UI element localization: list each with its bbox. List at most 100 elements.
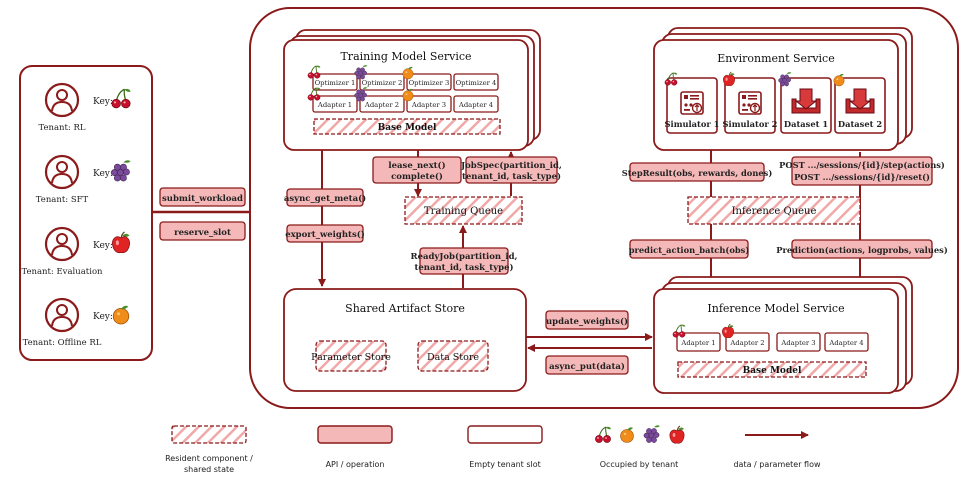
submit-workload-api (159, 187, 246, 207)
apple-icon (669, 425, 685, 444)
prediction-api (791, 239, 933, 259)
legend-resident-swatch (171, 425, 247, 444)
legend-empty-swatch (467, 425, 543, 444)
predict-label: predict_action_batch(obs) (629, 245, 750, 255)
legend-resident-label1: Resident component / (165, 454, 253, 463)
optimizer-slot (312, 73, 358, 91)
tenant-key-label: Key: (93, 169, 113, 179)
inference-adapter-label: Adapter 1 (680, 339, 715, 347)
inference-base-model-label: Base Model (743, 366, 802, 376)
person-icon (44, 297, 80, 333)
inference-adapter-slot (776, 332, 821, 352)
async-put-api (545, 355, 629, 375)
jobspec-line2: tenant_id, task_type) (462, 171, 561, 182)
complete-label: complete() (391, 171, 443, 182)
predict-action-batch-api (629, 239, 749, 259)
stepresult-api (629, 162, 765, 182)
inference-queue (687, 196, 861, 225)
tenants-panel (19, 65, 153, 361)
async-get-meta-api (286, 188, 364, 207)
export-weights-label: export_weights() (285, 229, 365, 240)
inference-queue-label: Inference Queue (732, 206, 817, 217)
tenant-label: Tenant: SFT (36, 195, 89, 205)
readyjob-api (419, 247, 509, 275)
cherry-icon (594, 426, 612, 444)
optimizer-label: Optimizer 1 (315, 79, 356, 87)
reserve-slot-label: reserve_slot (174, 228, 231, 238)
training-queue (404, 196, 523, 225)
optimizer-label: Optimizer 3 (409, 79, 450, 87)
export-weights-api (286, 224, 364, 243)
training-adapter-label: Adapter 1 (317, 101, 352, 109)
tenant-label: Tenant: RL (38, 123, 85, 133)
training-adapter-label: Adapter 3 (411, 101, 446, 109)
person-icon (44, 226, 80, 262)
reserve-slot-api (159, 221, 246, 241)
training-base-model-label: Base Model (378, 123, 437, 133)
data-store (417, 340, 489, 372)
dataset-label: Dataset 1 (784, 119, 828, 129)
inference-adapter-slot (725, 332, 770, 352)
orange-icon (620, 426, 634, 443)
stepresult-label: StepResult(obs, rewards, dones) (622, 168, 773, 179)
legend-empty-label: Empty tenant slot (469, 460, 541, 469)
simulator-icon (680, 91, 704, 115)
training-adapter-label: Adapter 2 (364, 101, 399, 109)
legend-flow-label: data / parameter flow (733, 460, 821, 469)
inference-title: Inference Model Service (707, 302, 844, 315)
parameter-store (315, 340, 387, 372)
optimizer-label: Optimizer 2 (362, 79, 403, 87)
update-weights-label: update_weights() (546, 316, 628, 327)
inference-adapter-slot (676, 332, 721, 352)
tenant-key-label: Key: (93, 312, 113, 322)
submit-workload-label: submit_workload (162, 194, 243, 204)
post-sessions-api (791, 156, 933, 186)
async-put-label: async_put(data) (549, 361, 625, 372)
post-reset-label: POST .../sessions/{id}/reset() (794, 172, 930, 182)
parameter-store-label: Parameter Store (311, 352, 391, 363)
legend-occupied-label: Occupied by tenant (600, 460, 679, 469)
jobspec-api (465, 156, 558, 184)
simulator-icon (738, 91, 762, 115)
update-weights-api (545, 310, 629, 330)
training-adapter-slot (359, 95, 405, 113)
tenant-key-label: Key: (93, 97, 113, 107)
lease-next-label: lease_next() (388, 160, 445, 171)
simulator-label: Simulator 1 (665, 119, 720, 129)
grape-icon (643, 424, 661, 443)
optimizer-label: Optimizer 4 (456, 79, 497, 87)
inference-adapter-label: Adapter 3 (780, 339, 815, 347)
simulator-label: Simulator 2 (723, 119, 778, 129)
training-adapter-slot (453, 95, 499, 113)
optimizer-slot (453, 73, 499, 91)
tenant-label: Tenant: Evaluation (21, 267, 103, 277)
legend-resident-label2: shared state (184, 465, 234, 474)
training-base-model (313, 118, 501, 135)
readyjob-line2: tenant_id, task_type) (414, 262, 513, 273)
tenant-key-label: Key: (93, 241, 113, 251)
optimizer-slot (406, 73, 452, 91)
inference-adapter-label: Adapter 2 (729, 339, 764, 347)
inference-adapter-label: Adapter 4 (828, 339, 863, 347)
training-service-title: Training Model Service (340, 50, 471, 63)
training-adapter-slot (312, 95, 358, 113)
env-title: Environment Service (717, 52, 834, 65)
post-step-label: POST .../sessions/{id}/step(actions) (779, 160, 945, 170)
inference-base-model (677, 361, 867, 378)
legend-api-swatch (317, 425, 393, 444)
training-queue-label: Training Queue (424, 206, 503, 217)
optimizer-slot (359, 73, 405, 91)
async-get-meta-label: async_get_meta() (284, 193, 366, 204)
training-adapter-label: Adapter 4 (458, 101, 493, 109)
data-store-label: Data Store (427, 352, 479, 363)
lease-complete-api (372, 156, 462, 184)
prediction-label: Prediction(actions, logprobs, values) (776, 245, 948, 256)
jobspec-line1: JobSpec(partition_id, (460, 160, 562, 171)
person-icon (44, 82, 80, 118)
inference-adapter-slot (824, 332, 869, 352)
training-adapter-slot (406, 95, 452, 113)
tenant-label: Tenant: Offline RL (23, 338, 102, 348)
readyjob-line1: ReadyJob(partition_id, (411, 251, 518, 262)
legend-api-label: API / operation (326, 460, 385, 469)
